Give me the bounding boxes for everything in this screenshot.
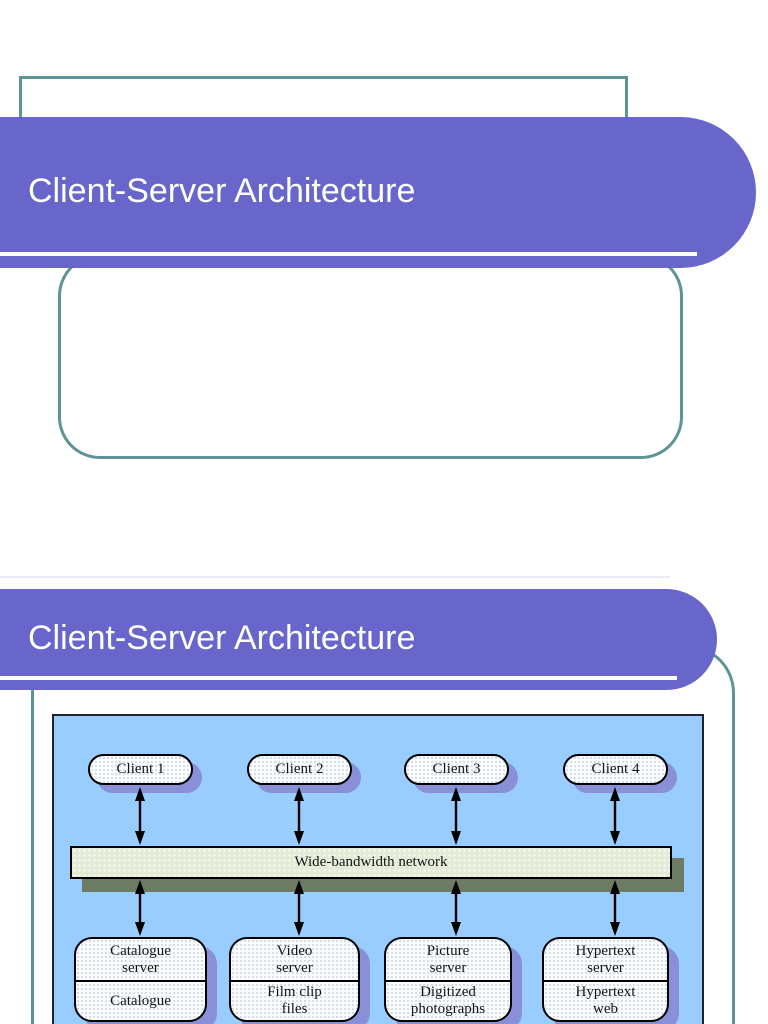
client-server-architecture-diagram: Client 1 Client 2 Client 3 Client 4 Wide… (52, 714, 704, 1024)
double-arrow-icon (451, 880, 461, 936)
server1-store: Catalogue (110, 992, 171, 1009)
server3-name: Picture server (386, 939, 510, 982)
server1-node: Catalogue server Catalogue (74, 937, 207, 1022)
server2-name: Video server (231, 939, 358, 982)
network-server4-arrow (607, 879, 623, 937)
double-arrow-icon (294, 880, 304, 936)
client3-label: Client 3 (432, 761, 481, 777)
network-server1-arrow (132, 879, 148, 937)
client2-label: Client 2 (275, 761, 324, 777)
client3-node: Client 3 (404, 754, 509, 785)
network-server3-arrow (448, 879, 464, 937)
server1-name: Catalogue server (76, 939, 205, 982)
slide1-title-banner: Client-Server Architecture (0, 117, 756, 268)
double-arrow-icon (610, 787, 620, 845)
slide2-title-banner: Client-Server Architecture (0, 589, 717, 690)
server2-store: Film clip files (267, 984, 322, 1017)
slide1-content-placeholder-frame (58, 254, 683, 459)
server4-store: Hypertext web (575, 984, 636, 1017)
network-bar: Wide-bandwidth network (70, 846, 672, 879)
slide1-title: Client-Server Architecture (28, 171, 416, 210)
client1-network-arrow (132, 786, 148, 846)
server3-node: Picture server Digitized photographs (384, 937, 512, 1022)
double-arrow-icon (610, 880, 620, 936)
network-server2-arrow (291, 879, 307, 937)
client2-network-arrow (291, 786, 307, 846)
client1-node: Client 1 (88, 754, 193, 785)
client4-network-arrow (607, 786, 623, 846)
client1-label: Client 1 (116, 761, 165, 777)
slide2-top-divider-line (0, 576, 670, 578)
slide1-title-underline (0, 252, 697, 256)
client4-node: Client 4 (563, 754, 668, 785)
server2-node: Video server Film clip files (229, 937, 360, 1022)
double-arrow-icon (135, 880, 145, 936)
server4-node: Hypertext server Hypertext web (542, 937, 669, 1022)
server3-store: Digitized photographs (410, 984, 486, 1017)
double-arrow-icon (135, 787, 145, 845)
slide2-title: Client-Server Architecture (28, 618, 416, 657)
client4-label: Client 4 (591, 761, 640, 777)
client2-node: Client 2 (247, 754, 352, 785)
double-arrow-icon (451, 787, 461, 845)
double-arrow-icon (294, 787, 304, 845)
server4-name: Hypertext server (544, 939, 667, 982)
network-bar-label: Wide-bandwidth network (294, 854, 448, 870)
client3-network-arrow (448, 786, 464, 846)
slide2-title-underline (0, 676, 677, 680)
